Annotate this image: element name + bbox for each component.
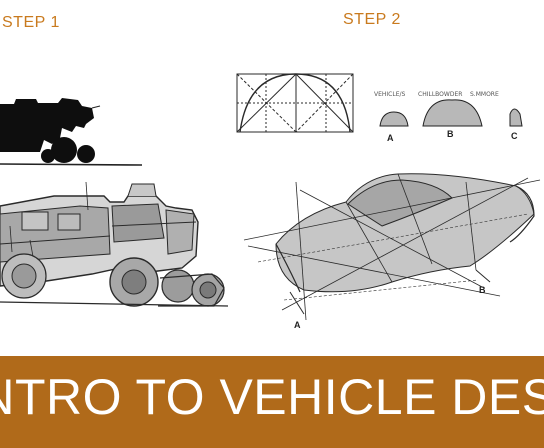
perspective-letter-a: A: [294, 320, 301, 330]
profile-label-c: S.MMORE: [470, 91, 499, 98]
perspective-car-body: [243, 173, 541, 321]
step-2-label: STEP 2: [343, 11, 401, 28]
banner-title: INTRO TO VEHICLE DESIGN: [0, 369, 544, 425]
sketch-artwork: VEHICLE/S CHILLBOWDER S.MMORE A B C A B: [0, 73, 541, 330]
profile-letter-a: A: [387, 133, 394, 143]
vehicle-silhouette: [0, 98, 143, 166]
profile-letter-b: B: [447, 129, 454, 139]
profile-letter-c: C: [511, 131, 518, 141]
profile-label-b: CHILLBOWDER: [418, 91, 462, 98]
vehicle-detail-wheels: [0, 253, 229, 307]
step-1-label: STEP 1: [2, 14, 60, 31]
construction-diagram: [236, 73, 354, 133]
profile-label-a: VEHICLE/S: [374, 91, 406, 98]
vehicle-detail-sketch: [0, 181, 199, 287]
profile-shapes: VEHICLE/S CHILLBOWDER S.MMORE A B C: [374, 91, 523, 143]
perspective-letter-b: B: [479, 285, 486, 295]
title-banner: INTRO TO VEHICLE DESIGN: [0, 356, 544, 448]
